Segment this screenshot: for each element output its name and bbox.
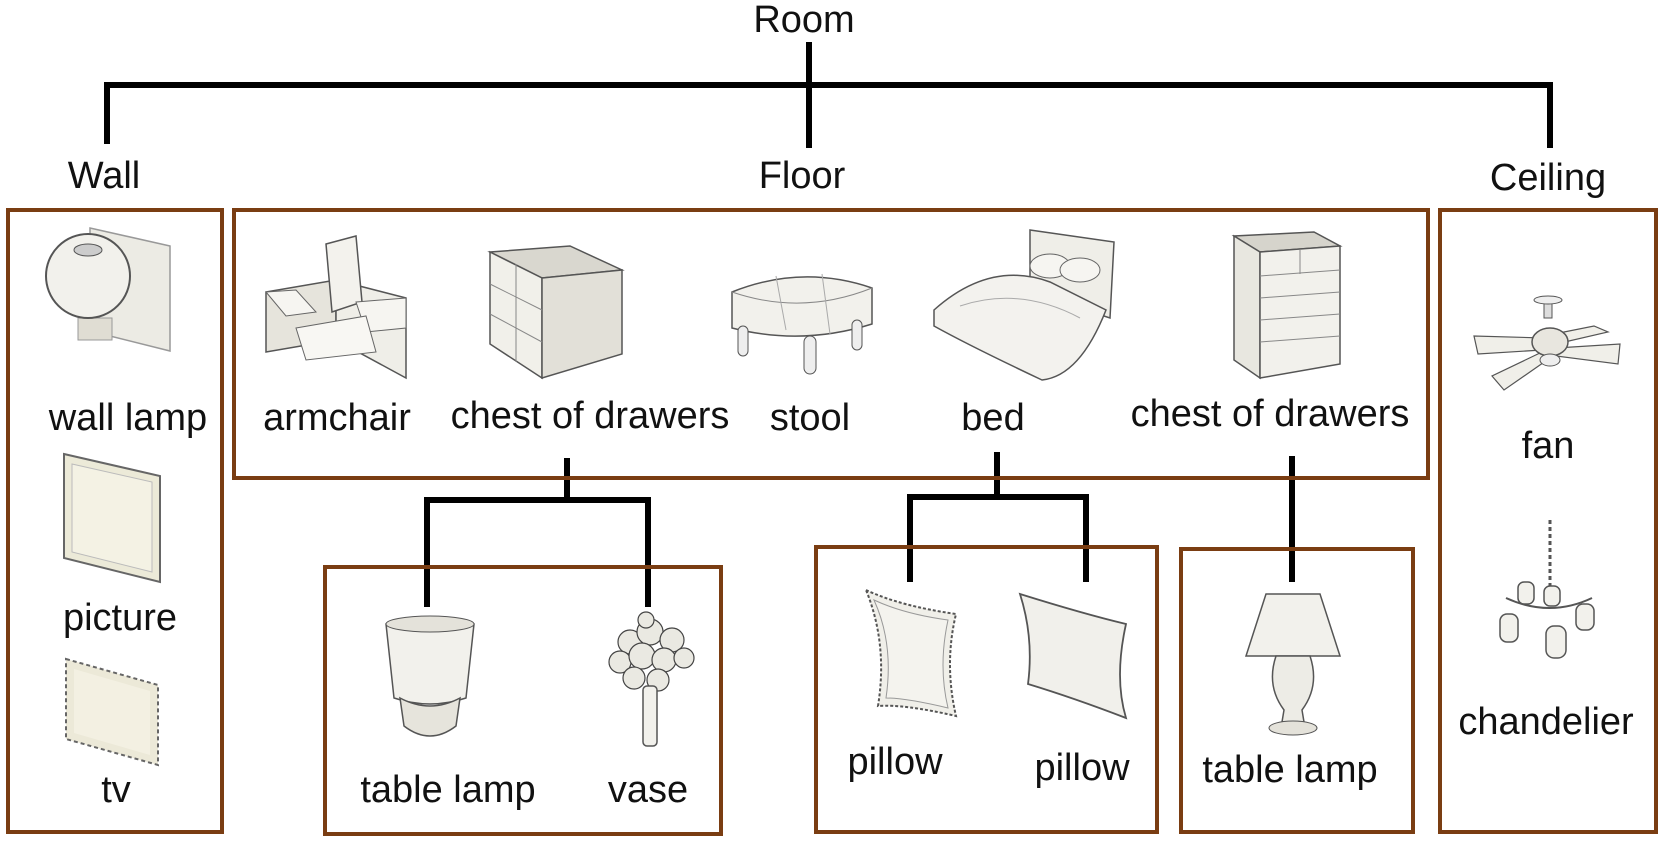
chest2-stem	[1289, 456, 1295, 582]
chandelier-icon	[1499, 520, 1595, 659]
stool-icon	[731, 273, 873, 375]
table-lamp-2-label: table lamp	[1202, 749, 1378, 791]
tv-icon	[65, 657, 159, 767]
category-wall-label: Wall	[67, 155, 141, 197]
bed-stem	[994, 452, 1000, 496]
root-hbar	[106, 82, 1553, 88]
pillow-1-label: pillow	[847, 741, 943, 783]
table-lamp-2-icon	[1244, 593, 1342, 736]
chest-of-drawers-2-icon	[1231, 231, 1343, 380]
root-label: Room	[753, 0, 855, 41]
picture-label: picture	[62, 597, 178, 639]
wall-stem	[104, 82, 110, 144]
armchair-label: armchair	[263, 397, 411, 439]
wall-lamp-icon	[45, 227, 171, 352]
pillow-2-icon	[1018, 592, 1128, 720]
fan-label: fan	[1521, 425, 1575, 467]
bed-support-box	[814, 545, 1159, 834]
chest-of-drawers-2-label: chest of drawers	[1130, 393, 1410, 435]
bed-label: bed	[961, 397, 1025, 439]
chest2-support-box	[1179, 547, 1415, 834]
bed-hbar	[907, 494, 1089, 500]
chandelier-label: chandelier	[1458, 701, 1634, 743]
pillow-2-label: pillow	[1034, 747, 1130, 789]
fan-icon	[1473, 295, 1621, 391]
chest1-left-drop	[424, 497, 430, 607]
root-stem	[806, 42, 812, 148]
bed-icon	[933, 229, 1115, 381]
ceiling-stem	[1547, 82, 1553, 148]
chest-of-drawers-1-label: chest of drawers	[450, 395, 730, 437]
vase-label: vase	[607, 769, 689, 811]
ceiling-box	[1438, 208, 1658, 834]
vase-icon	[608, 611, 695, 747]
chest1-stem	[564, 458, 570, 502]
picture-icon	[63, 452, 161, 584]
armchair-icon	[264, 235, 407, 380]
stool-label: stool	[769, 397, 851, 439]
wall-box	[6, 208, 224, 834]
chest1-hbar	[424, 497, 651, 503]
category-ceiling-label: Ceiling	[1489, 157, 1607, 199]
pillow-1-icon	[864, 588, 958, 718]
chest1-right-drop	[645, 497, 651, 607]
chest1-support-box	[323, 565, 723, 836]
wall-lamp-label: wall lamp	[48, 397, 208, 439]
category-floor-label: Floor	[758, 155, 846, 197]
table-lamp-1-label: table lamp	[360, 769, 536, 811]
table-lamp-1-icon	[385, 615, 475, 737]
floor-box	[232, 208, 1430, 480]
bed-left-drop	[907, 494, 913, 582]
bed-right-drop	[1083, 494, 1089, 582]
chest-of-drawers-1-icon	[487, 245, 625, 380]
tv-label: tv	[101, 769, 131, 811]
